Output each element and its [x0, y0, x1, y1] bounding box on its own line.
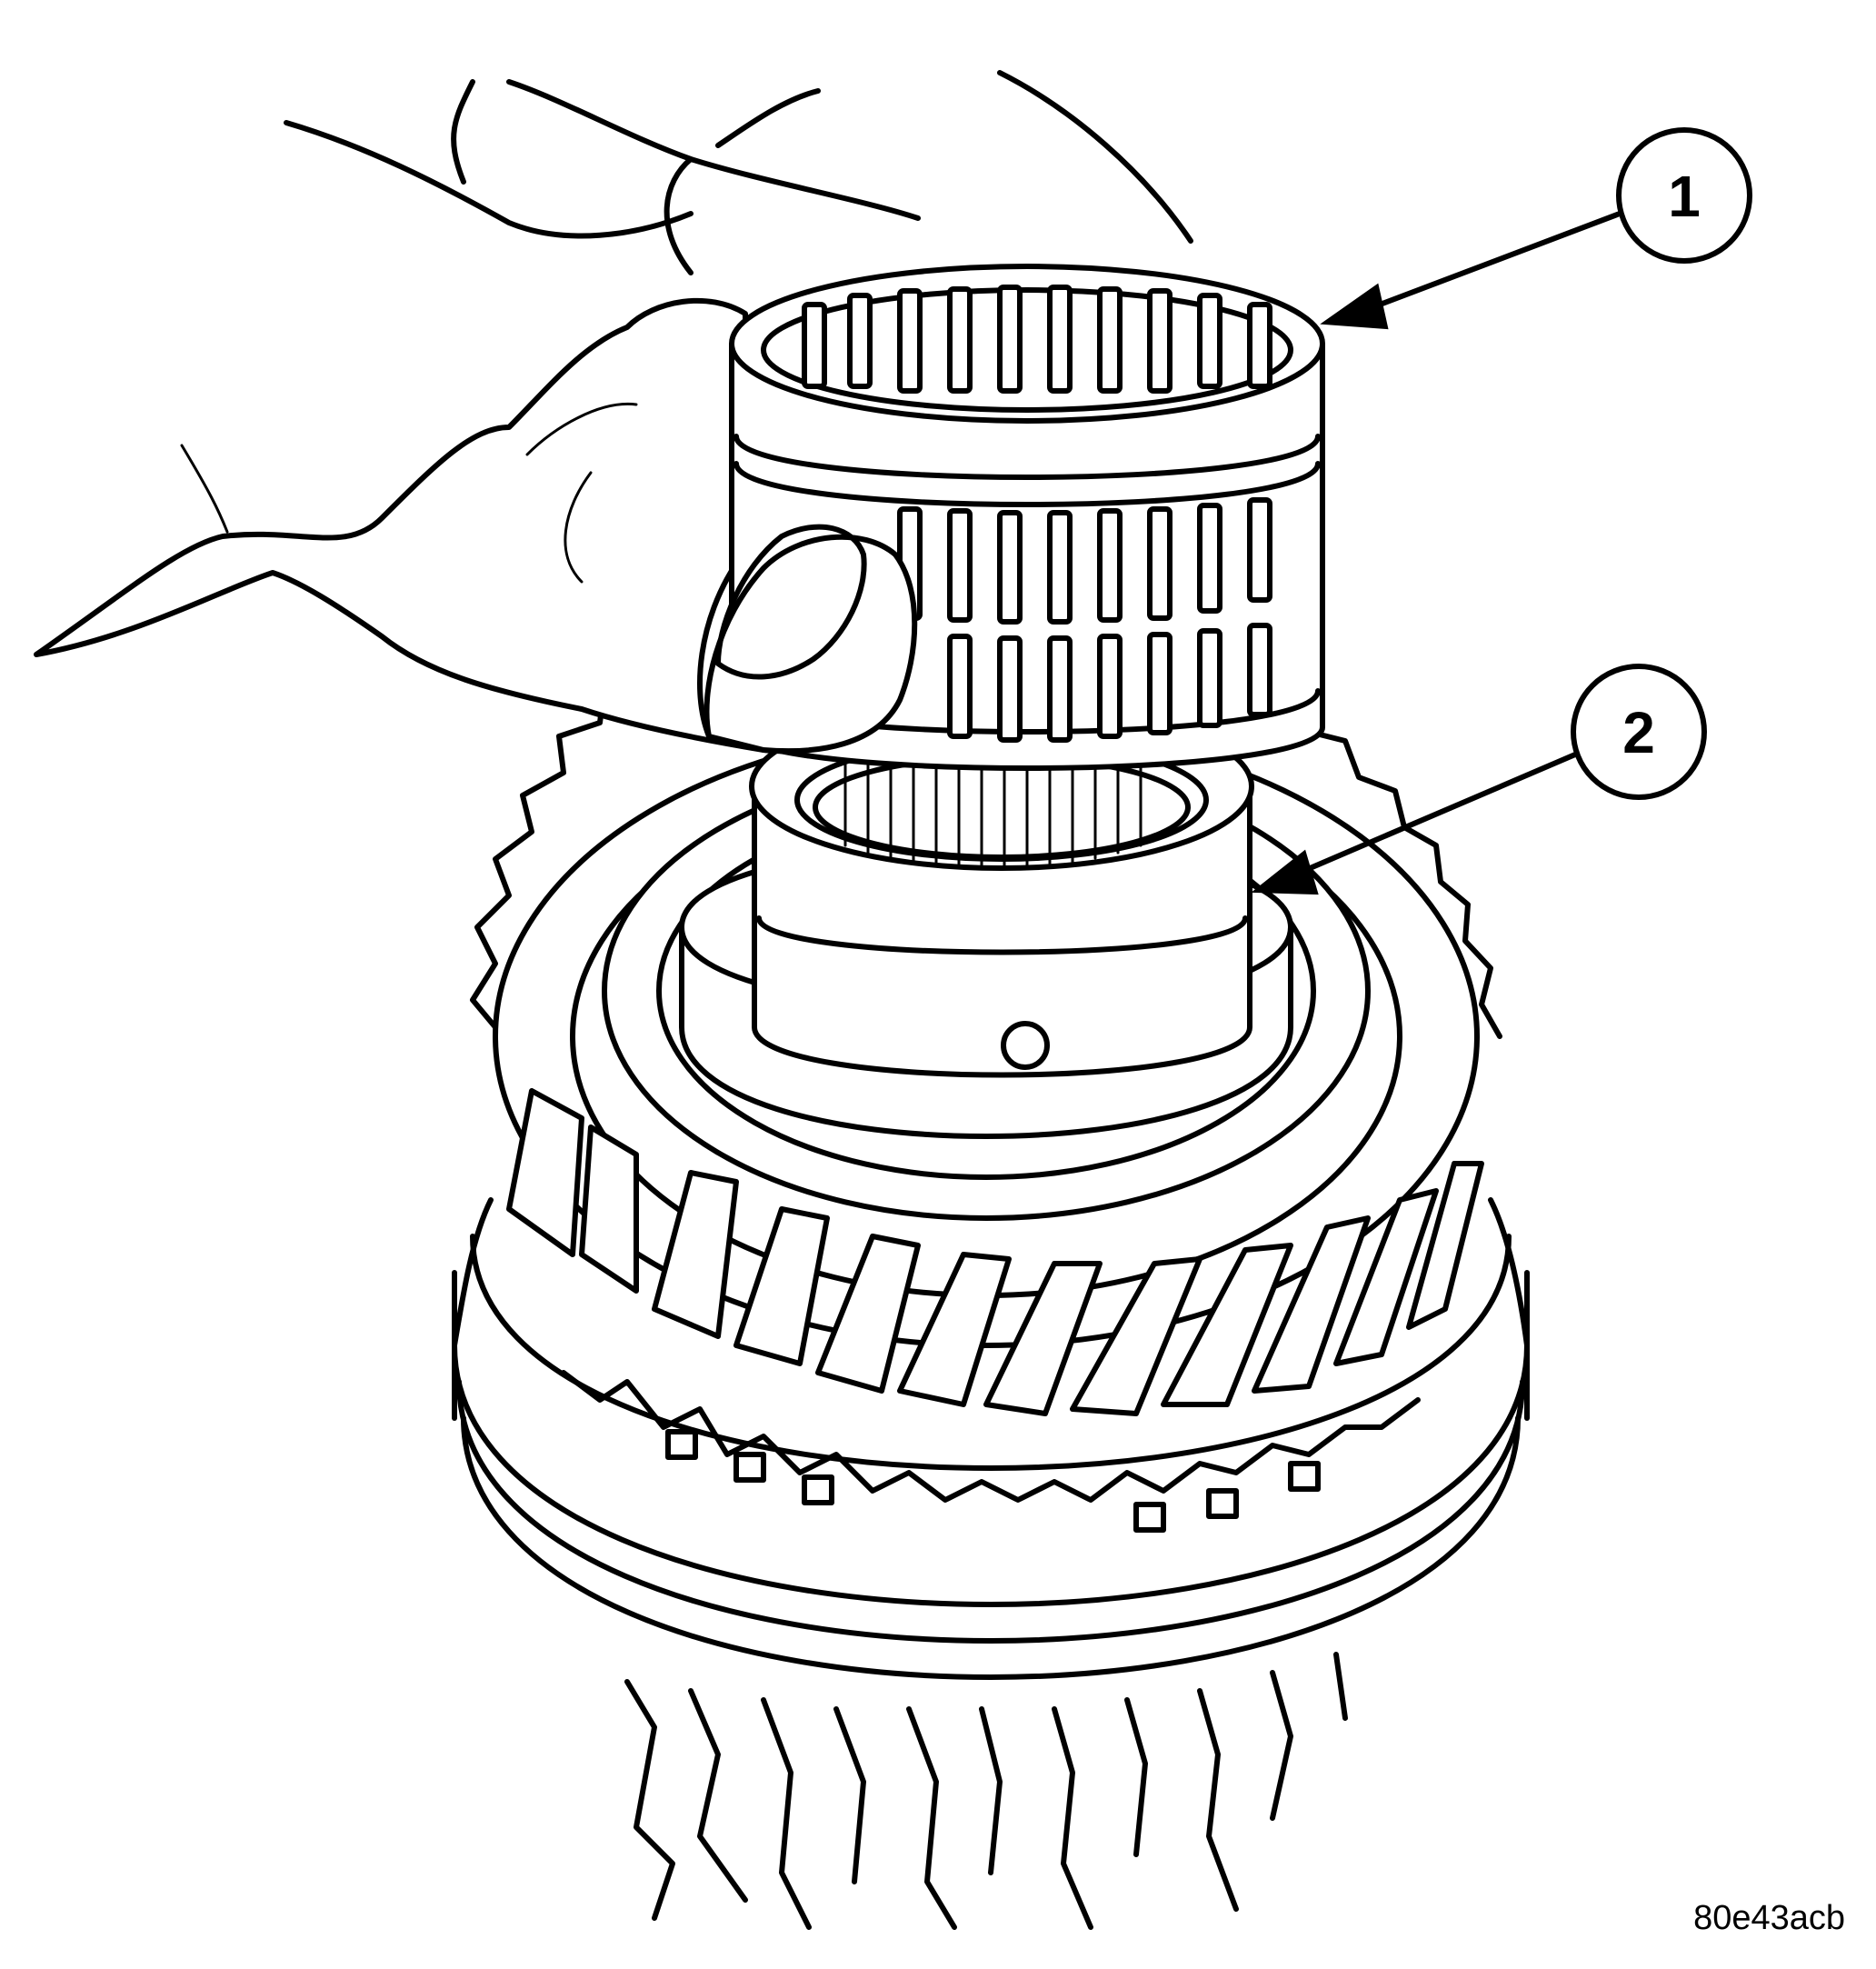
- helical-teeth: [506, 1088, 1484, 1533]
- gear-assembly: [452, 588, 1530, 1930]
- needle-rollers: [802, 285, 1272, 743]
- needle-bearing: [729, 264, 1325, 771]
- figure-id: 80e43acb: [1693, 1899, 1845, 1937]
- synchro-sleeve: [452, 1197, 1530, 1680]
- oil-hole: [1001, 1021, 1050, 1070]
- callout-2: 2: [1251, 664, 1707, 895]
- thumbnail: [715, 524, 867, 680]
- spline-teeth: [843, 755, 1143, 868]
- callout-2-label: 2: [1622, 700, 1655, 765]
- callout-1-label: 1: [1668, 164, 1701, 229]
- bearing-race: [749, 702, 1254, 1078]
- callout-1: 1: [1320, 127, 1752, 330]
- lower-gear-teeth: [624, 1652, 1348, 1930]
- synchro-teeth: [561, 1370, 1421, 1503]
